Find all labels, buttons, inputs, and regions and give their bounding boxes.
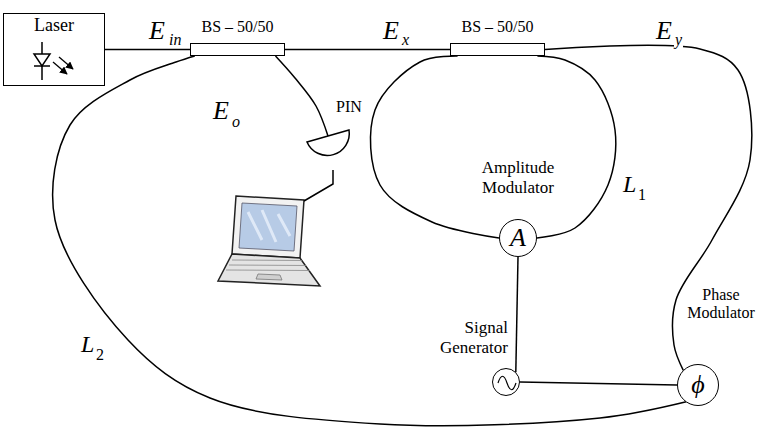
field-symbol: E [212,98,230,124]
fiber [276,56,329,136]
label-anchor: in [168,31,182,49]
detector-body [307,130,349,155]
device-circle: ϕ [677,364,719,406]
fiber [285,49,450,51]
laptop-base [218,254,320,286]
subscript: o [231,114,241,130]
signal-wire [516,257,518,372]
key-row [229,265,306,267]
screen-glare [248,210,290,242]
component-label: Signal Generator [430,318,508,357]
device-box [450,43,545,56]
field-symbol: E [148,18,166,44]
label-anchor: 1 [637,186,647,204]
device-circle: A [499,219,537,257]
label-anchor: E [148,18,166,44]
amplitude-modulator: A Amplitude Modulator [455,158,581,258]
laptop-icon [218,196,320,286]
label-anchor: L [622,172,637,196]
touchpad [256,274,282,280]
laptop-keys [226,260,310,271]
device-name: Laser [34,16,74,34]
detector-cable [304,170,333,201]
beam-splitter: BS – 50/50 [440,18,555,56]
label-anchor: x [401,31,410,49]
fiber-loop [537,56,616,238]
fiber [105,49,190,51]
device-box: Laser [3,13,105,86]
device-symbol: A [510,225,526,251]
device-circle [492,368,520,396]
label-anchor: E [212,98,230,124]
detector-outline [305,128,355,178]
label-anchor: 2 [95,346,105,364]
subscript: in [168,32,182,48]
phase-modulator: ϕ Phase Modulator [672,286,758,407]
fiber-length-symbol: L [80,332,95,356]
component-label: Amplitude Modulator [468,158,568,197]
fiber-loop [53,56,687,426]
key-row [226,270,310,272]
device-box [190,43,285,56]
detector-dish [305,128,355,178]
label-anchor: E [382,18,400,44]
component-label: BS – 50/50 [440,18,555,36]
component-label: PIN [336,98,380,116]
fiber-length-symbol: L [622,172,637,196]
subscript: y [674,32,683,48]
sine-wave-symbol [493,369,521,397]
fiber-loop [545,45,752,370]
signal-wire [520,382,677,385]
label-anchor: E [655,18,673,44]
subscript: 1 [637,187,647,203]
component-label: Phase Modulator [686,286,756,323]
emission-arrow [59,57,73,69]
device-symbol: ϕ [691,372,704,398]
subscript: x [401,32,410,48]
field-symbol: E [655,18,673,44]
signal-generator: Signal Generator [430,318,522,396]
sine-wave [498,376,516,390]
label-anchor: L [80,332,95,356]
laptop-screen [239,203,297,251]
component-label: BS – 50/50 [180,18,295,36]
laser-box: Laser [3,13,105,86]
label-anchor: o [231,113,241,131]
fiber-loop [370,56,499,238]
photodetector: PIN [300,98,382,180]
field-symbol: E [382,18,400,44]
label-anchor: y [674,31,683,49]
diode-triangle [34,54,50,66]
emission-arrow [53,62,67,74]
diode-lead [34,42,50,80]
subscript: 2 [95,347,105,363]
laptop-screen-frame [232,196,304,258]
beam-splitter: BS – 50/50 [180,18,295,56]
key-row [232,260,302,262]
